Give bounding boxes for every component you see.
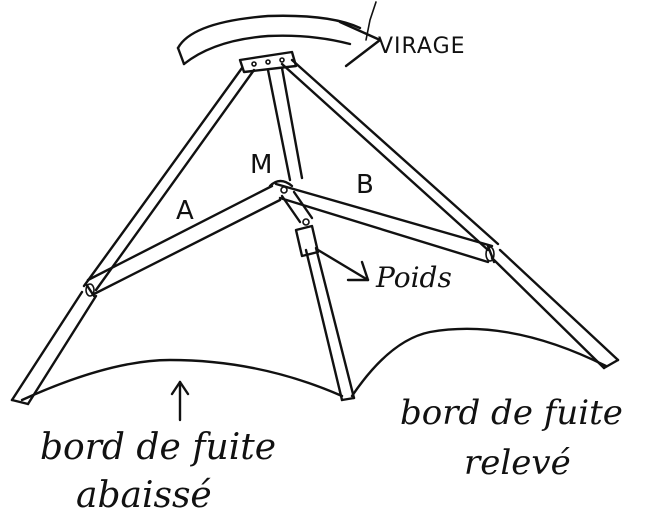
- turn-arrow: [178, 16, 380, 66]
- left-leading-edge: [12, 68, 254, 404]
- poids-label: Poids: [376, 264, 452, 292]
- bord-releve-line1: bord de fuite: [400, 396, 623, 430]
- abaisse-arrow: [172, 382, 188, 420]
- control-leg: [306, 248, 354, 400]
- virage-label: VIRAGE: [378, 36, 466, 58]
- poids-arrow: [318, 250, 368, 280]
- weight-strut: [282, 192, 312, 225]
- point-m-label: M: [250, 152, 273, 178]
- trailing-edge-raised: [352, 329, 606, 396]
- bord-abaisse-line1: bord de fuite: [40, 430, 276, 466]
- bord-releve-line2: relevé: [464, 446, 571, 480]
- trailing-edge-lowered: [22, 360, 342, 400]
- crossbar-a-label: A: [176, 198, 195, 224]
- bord-abaisse-line2: abaissé: [76, 478, 212, 514]
- crossbar-b-label: B: [356, 172, 375, 198]
